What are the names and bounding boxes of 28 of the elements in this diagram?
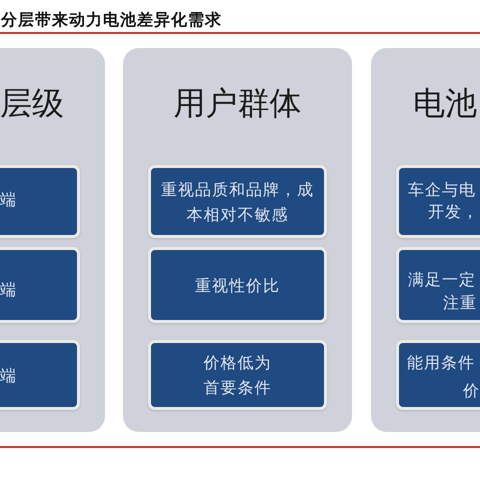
card-text: 注重	[443, 293, 477, 313]
text-card	[0, 247, 80, 323]
card-text: 端	[0, 280, 17, 300]
column-heading: 用户群体	[172, 85, 302, 121]
text-card	[148, 165, 327, 238]
card-text: 重视品质和品牌，成本相对不敏感	[160, 178, 315, 226]
card-text: 能用条件	[407, 353, 475, 373]
column-panel	[123, 48, 352, 432]
card-text: 车企与电	[408, 180, 476, 200]
text-card	[148, 247, 327, 323]
card-text: 价	[463, 381, 480, 401]
card-text: 开发，	[428, 202, 479, 222]
card-text: 满足一定	[408, 270, 476, 290]
slide-title: 分层带来动力电池差异化需求	[1, 10, 222, 30]
card-text: 价格低为首要条件	[202, 352, 272, 399]
column-heading: 层级	[0, 85, 64, 121]
card-text: 端	[0, 366, 17, 386]
card-text: 端	[0, 190, 17, 210]
text-card	[396, 340, 480, 410]
column-panel	[0, 48, 105, 432]
column-panel	[371, 48, 480, 432]
text-card	[0, 340, 80, 410]
text-card	[396, 165, 480, 238]
text-card	[148, 340, 327, 410]
column-heading: 电池	[413, 85, 477, 121]
text-card	[0, 165, 80, 238]
card-text: 重视性价比	[194, 274, 281, 296]
text-card	[396, 247, 480, 323]
